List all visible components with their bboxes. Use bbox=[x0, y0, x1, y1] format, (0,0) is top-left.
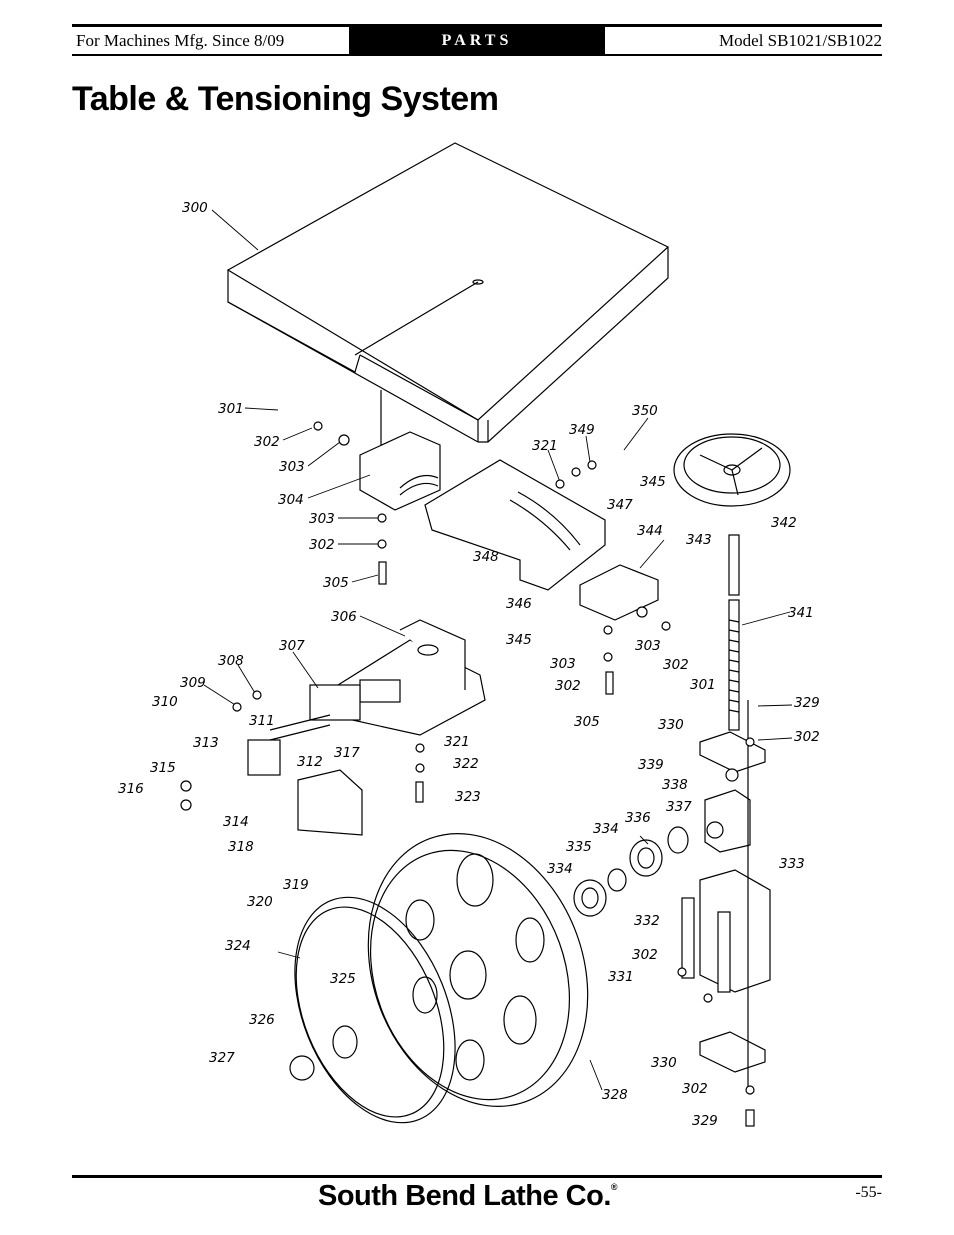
callout-323: 323 bbox=[455, 789, 481, 805]
callout-312: 312 bbox=[297, 754, 323, 770]
callout-315: 315 bbox=[150, 760, 176, 776]
callout-327: 327 bbox=[209, 1050, 235, 1066]
callout-333: 333 bbox=[779, 856, 805, 872]
header-section-tab: PARTS bbox=[349, 27, 605, 54]
callout-329: 329 bbox=[692, 1113, 718, 1129]
callout-319: 319 bbox=[283, 877, 309, 893]
callout-345: 345 bbox=[506, 632, 532, 648]
callout-303: 303 bbox=[635, 638, 661, 654]
callout-344: 344 bbox=[637, 523, 663, 539]
callout-311: 311 bbox=[249, 713, 275, 729]
callout-336: 336 bbox=[625, 810, 651, 826]
handwheel-drawing bbox=[673, 433, 791, 507]
callout-348: 348 bbox=[473, 549, 499, 565]
callout-316: 316 bbox=[118, 781, 144, 797]
trunnion-drawing bbox=[359, 431, 659, 621]
footer-rule bbox=[72, 1175, 882, 1178]
trunnion-base-drawing bbox=[329, 619, 486, 736]
callout-346: 346 bbox=[506, 596, 532, 612]
leader-lines bbox=[203, 209, 793, 1091]
callout-302: 302 bbox=[663, 657, 689, 673]
guide-block-drawing bbox=[247, 684, 363, 836]
callout-334: 334 bbox=[593, 821, 619, 837]
callout-332: 332 bbox=[634, 913, 660, 929]
callout-302: 302 bbox=[309, 537, 335, 553]
header-rule-bottom bbox=[72, 54, 882, 56]
callout-302: 302 bbox=[794, 729, 820, 745]
callout-343: 343 bbox=[686, 532, 712, 548]
callout-305: 305 bbox=[323, 575, 349, 591]
callout-labels: 300 301 302 303 304 303 302 305 306 307 … bbox=[118, 200, 820, 1129]
callout-342: 342 bbox=[771, 515, 797, 531]
callout-321: 321 bbox=[444, 734, 470, 750]
callout-321: 321 bbox=[532, 438, 558, 454]
table-top-drawing bbox=[226, 142, 670, 470]
callout-326: 326 bbox=[249, 1012, 275, 1028]
callout-350: 350 bbox=[632, 403, 658, 419]
header-machines-note: For Machines Mfg. Since 8/09 bbox=[76, 31, 285, 50]
callout-310: 310 bbox=[152, 694, 178, 710]
bearing-drawing bbox=[573, 826, 689, 917]
callout-313: 313 bbox=[193, 735, 219, 751]
wheel-drawing bbox=[289, 833, 589, 1124]
callout-306: 306 bbox=[331, 609, 357, 625]
callout-320: 320 bbox=[247, 894, 273, 910]
callout-303: 303 bbox=[550, 656, 576, 672]
callout-330: 330 bbox=[651, 1055, 677, 1071]
callout-300: 300 bbox=[182, 200, 208, 216]
callout-324: 324 bbox=[225, 938, 251, 954]
page-number: -55- bbox=[855, 1184, 882, 1201]
callout-335: 335 bbox=[566, 839, 592, 855]
callout-325: 325 bbox=[330, 971, 356, 987]
callout-331: 331 bbox=[608, 969, 634, 985]
callout-328: 328 bbox=[602, 1087, 628, 1103]
callout-309: 309 bbox=[180, 675, 206, 691]
callout-307: 307 bbox=[279, 638, 305, 654]
callout-330: 330 bbox=[658, 717, 684, 733]
callout-303: 303 bbox=[279, 459, 305, 475]
callout-304: 304 bbox=[278, 492, 304, 508]
header-rule-top bbox=[72, 24, 882, 27]
callout-329: 329 bbox=[794, 695, 820, 711]
callout-347: 347 bbox=[607, 497, 633, 513]
brand-logo: South Bend Lathe Co.® bbox=[318, 1180, 618, 1213]
brand-name: South Bend Lathe Co. bbox=[318, 1180, 611, 1212]
callout-334: 334 bbox=[547, 861, 573, 877]
callout-318: 318 bbox=[228, 839, 254, 855]
tension-assembly-drawing bbox=[681, 700, 771, 1090]
callout-301: 301 bbox=[690, 677, 716, 693]
callout-341: 341 bbox=[788, 605, 814, 621]
lead-screw-drawing bbox=[728, 534, 740, 731]
callout-338: 338 bbox=[662, 777, 688, 793]
page-title: Table & Tensioning System bbox=[72, 80, 499, 118]
header-model: Model SB1021/SB1022 bbox=[719, 31, 882, 50]
callout-302: 302 bbox=[254, 434, 280, 450]
callout-301: 301 bbox=[218, 401, 244, 417]
callout-308: 308 bbox=[218, 653, 244, 669]
callout-345: 345 bbox=[640, 474, 666, 490]
callout-349: 349 bbox=[569, 422, 595, 438]
callout-317: 317 bbox=[334, 745, 360, 761]
callout-337: 337 bbox=[666, 799, 692, 815]
callout-302: 302 bbox=[682, 1081, 708, 1097]
callout-322: 322 bbox=[453, 756, 479, 772]
callout-302: 302 bbox=[632, 947, 658, 963]
callout-339: 339 bbox=[638, 757, 664, 773]
callout-305: 305 bbox=[574, 714, 600, 730]
callout-314: 314 bbox=[223, 814, 249, 830]
fastener-drawings bbox=[180, 421, 755, 1127]
callout-302: 302 bbox=[555, 678, 581, 694]
registered-mark-icon: ® bbox=[610, 1182, 618, 1192]
callout-303: 303 bbox=[309, 511, 335, 527]
